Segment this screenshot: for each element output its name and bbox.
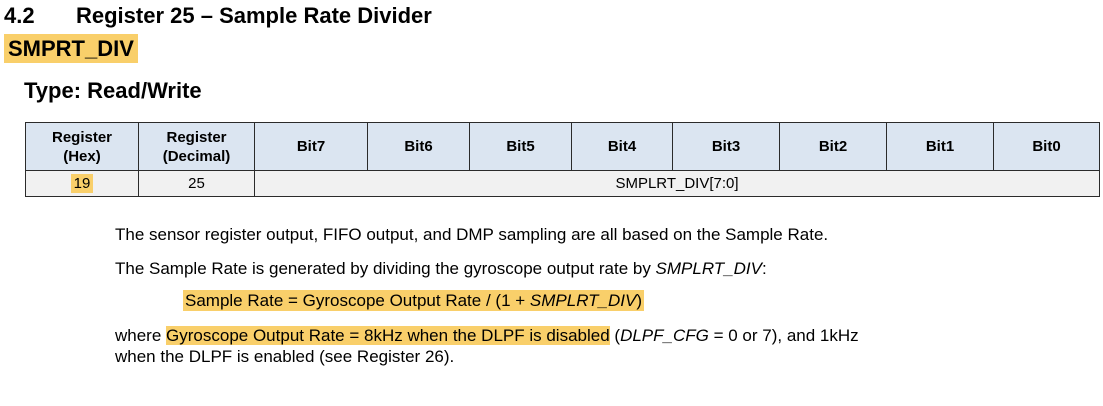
p4-highlight: Gyroscope Output Rate = 8kHz when the DL… (166, 326, 610, 345)
paragraph-gyro-output-rate: where Gyroscope Output Rate = 8kHz when … (115, 325, 859, 367)
header-bit7: Bit7 (254, 122, 368, 171)
p4-start: where (115, 326, 167, 345)
formula-highlight: Sample Rate = Gyroscope Output Rate / (1… (183, 290, 645, 311)
p2-italic: SMPLRT_DIV (655, 259, 762, 278)
header-register-hex: Register (Hex) (25, 122, 139, 171)
header-register-hex-line1: Register (51, 128, 113, 146)
header-bit2: Bit2 (779, 122, 887, 171)
table-header-row: Register (Hex) Register (Decimal) Bit7 B… (25, 122, 1100, 171)
p2-text: The Sample Rate is generated by dividing… (115, 259, 656, 278)
formula-suffix: ) (636, 291, 643, 310)
p4-rest: = 0 or 7), and 1kHz (708, 326, 859, 345)
header-bit6: Bit6 (367, 122, 470, 171)
register-table: Register (Hex) Register (Decimal) Bit7 B… (25, 122, 1100, 197)
paragraph-sample-rate-basis: The sensor register output, FIFO output,… (115, 225, 829, 244)
header-bit5: Bit5 (469, 122, 572, 171)
p2-end: : (762, 259, 767, 278)
header-bit4: Bit4 (571, 122, 673, 171)
header-bit3: Bit3 (672, 122, 780, 171)
header-register-hex-line2: (Hex) (63, 147, 101, 165)
p4-italic: DLPF_CFG (620, 326, 709, 345)
cell-register-hex: 19 (25, 170, 139, 197)
header-register-decimal-line2: (Decimal) (162, 147, 231, 165)
formula-prefix: Sample Rate = Gyroscope Output Rate / (1… (185, 291, 530, 310)
cell-register-decimal: 25 (138, 170, 255, 197)
cell-bit-field: SMPLRT_DIV[7:0] (254, 170, 1100, 197)
sample-rate-formula: Sample Rate = Gyroscope Output Rate / (1… (183, 290, 645, 311)
section-heading: 4.2 Register 25 – Sample Rate Divider (4, 3, 432, 29)
table-row: 19 25 SMPLRT_DIV[7:0] (25, 170, 1100, 197)
header-bit0: Bit0 (993, 122, 1100, 171)
register-hex-value: 19 (70, 174, 94, 193)
register-mnemonic: SMPRT_DIV (4, 34, 138, 63)
paragraph-sample-rate-generation: The Sample Rate is generated by dividing… (115, 258, 767, 279)
section-title: Register 25 – Sample Rate Divider (76, 3, 432, 28)
formula-italic: SMPLRT_DIV (529, 291, 637, 310)
header-bit1: Bit1 (886, 122, 994, 171)
header-register-decimal-line1: Register (166, 128, 227, 146)
register-type: Type: Read/Write (24, 78, 202, 103)
p4-paren-open: ( (609, 326, 621, 345)
p4-line2: when the DLPF is enabled (see Register 2… (115, 347, 455, 366)
section-number: 4.2 (4, 3, 35, 28)
header-register-decimal: Register (Decimal) (138, 122, 255, 171)
